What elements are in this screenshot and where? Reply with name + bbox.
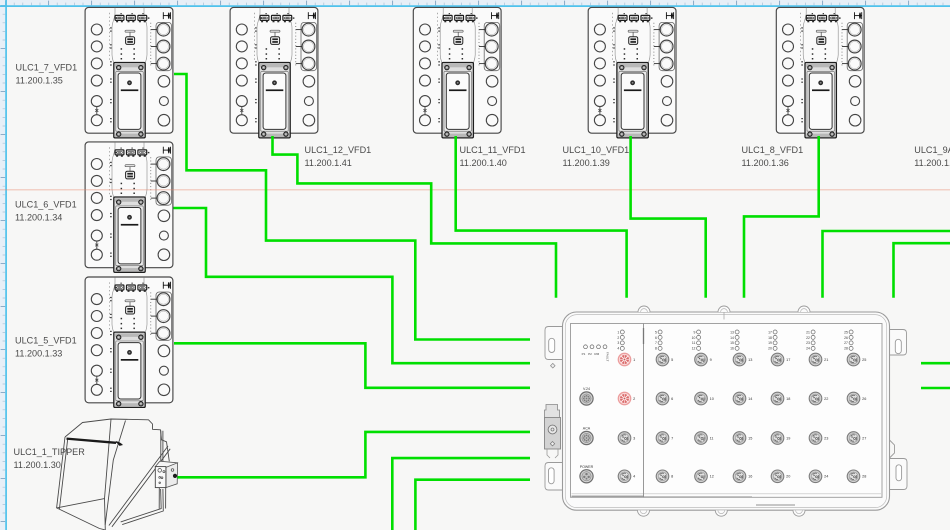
svg-text:11: 11 [692, 341, 696, 345]
svg-text:18: 18 [786, 397, 790, 401]
svg-text:17: 17 [786, 358, 790, 362]
svg-text:11.200.1.36: 11.200.1.36 [742, 158, 789, 168]
svg-text:ULC1_12_VFD1: ULC1_12_VFD1 [305, 145, 372, 155]
svg-text:8: 8 [655, 347, 657, 351]
svg-text:9: 9 [710, 358, 712, 362]
svg-text:16: 16 [748, 475, 752, 479]
svg-text:1: 1 [617, 330, 619, 334]
svg-text:22: 22 [824, 397, 828, 401]
svg-text:16: 16 [730, 347, 734, 351]
svg-text:13: 13 [730, 330, 734, 334]
svg-text:12: 12 [692, 347, 696, 351]
svg-text:28: 28 [862, 475, 866, 479]
svg-text:10: 10 [692, 336, 696, 340]
svg-text:25: 25 [862, 358, 866, 362]
svg-text:27: 27 [844, 341, 848, 345]
svg-text:POWER: POWER [580, 465, 594, 469]
svg-text:11.200.1.37: 11.200.1.37 [914, 158, 950, 168]
svg-text:3: 3 [617, 341, 619, 345]
svg-text:11.200.1.34: 11.200.1.34 [15, 213, 62, 223]
svg-text:23: 23 [806, 341, 810, 345]
svg-text:20: 20 [786, 475, 790, 479]
svg-text:13: 13 [748, 358, 752, 362]
svg-text:ACA: ACA [583, 427, 591, 431]
svg-text:RM: RM [594, 352, 599, 356]
svg-text:4: 4 [633, 475, 635, 479]
svg-text:12: 12 [710, 475, 714, 479]
svg-text:23: 23 [824, 436, 828, 440]
svg-text:P1: P1 [582, 352, 586, 356]
svg-text:25: 25 [844, 330, 848, 334]
svg-text:18: 18 [768, 336, 772, 340]
svg-text:11.200.1.35: 11.200.1.35 [16, 76, 63, 86]
svg-text:6: 6 [655, 336, 657, 340]
svg-text:6: 6 [671, 397, 673, 401]
svg-text:24: 24 [806, 347, 810, 351]
svg-text:21: 21 [824, 358, 828, 362]
svg-text:11.200.1.40: 11.200.1.40 [460, 158, 507, 168]
svg-text:11.200.1.41: 11.200.1.41 [305, 158, 352, 168]
svg-text:9: 9 [694, 330, 696, 334]
svg-text:20: 20 [768, 347, 772, 351]
svg-text:11.200.1.39: 11.200.1.39 [563, 158, 610, 168]
svg-text:17: 17 [768, 330, 772, 334]
svg-text:14: 14 [748, 397, 752, 401]
svg-text:15: 15 [748, 436, 752, 440]
svg-text:21: 21 [806, 330, 810, 334]
svg-text:5: 5 [671, 358, 673, 362]
svg-text:FAULT: FAULT [606, 352, 610, 362]
svg-text:2: 2 [617, 336, 619, 340]
svg-text:ULC1_6_VFD1: ULC1_6_VFD1 [15, 199, 77, 209]
svg-text:11.200.1.30: 11.200.1.30 [14, 460, 61, 470]
svg-text:ULC1_9A_VFD1: ULC1_9A_VFD1 [914, 145, 950, 155]
svg-text:ULC1_8_VFD1: ULC1_8_VFD1 [742, 145, 804, 155]
svg-text:28: 28 [844, 347, 848, 351]
svg-text:ULC1_7_VFD1: ULC1_7_VFD1 [16, 62, 78, 72]
svg-text:19: 19 [786, 436, 790, 440]
svg-text:1: 1 [633, 358, 635, 362]
svg-text:24: 24 [824, 475, 828, 479]
svg-text:26: 26 [862, 397, 866, 401]
svg-text:8: 8 [671, 475, 673, 479]
svg-text:26: 26 [844, 336, 848, 340]
svg-text:10: 10 [710, 397, 714, 401]
svg-text:15: 15 [730, 341, 734, 345]
svg-text:2: 2 [633, 397, 635, 401]
svg-text:22: 22 [806, 336, 810, 340]
svg-text:11: 11 [710, 436, 714, 440]
svg-text:ULC1_11_VFD1: ULC1_11_VFD1 [460, 145, 526, 155]
svg-text:ULC1_5_VFD1: ULC1_5_VFD1 [15, 335, 77, 345]
svg-text:7: 7 [671, 436, 673, 440]
svg-text:ULC1_1_TIPPER: ULC1_1_TIPPER [14, 447, 86, 457]
svg-text:5: 5 [655, 330, 657, 334]
svg-text:11.200.1.33: 11.200.1.33 [15, 349, 62, 359]
svg-text:ULC1_10_VFD1: ULC1_10_VFD1 [563, 145, 630, 155]
svg-text:27: 27 [862, 436, 866, 440]
svg-text:19: 19 [768, 341, 772, 345]
svg-text:V.24: V.24 [583, 387, 590, 391]
svg-text:4: 4 [617, 347, 619, 351]
svg-text:3: 3 [633, 436, 635, 440]
svg-text:P2: P2 [588, 352, 592, 356]
svg-text:14: 14 [730, 336, 734, 340]
svg-text:7: 7 [655, 341, 657, 345]
